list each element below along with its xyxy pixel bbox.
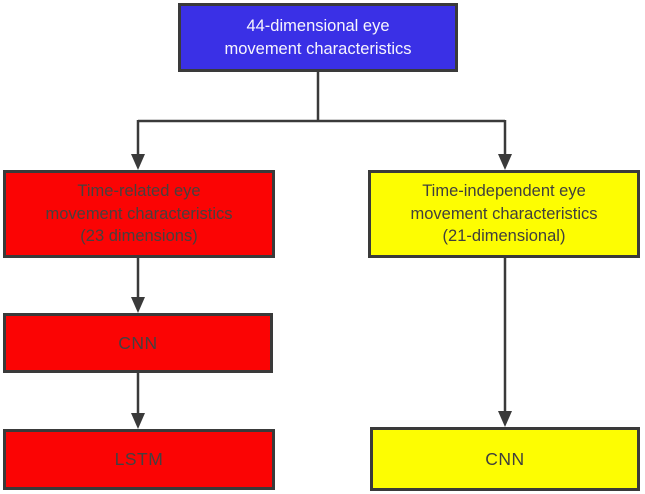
node-time-independent-features: Time-independent eye movement characteri… [368, 170, 640, 258]
node-root-label: 44-dimensional eye movement characterist… [224, 16, 412, 58]
arrowhead-indep-to-cnn [498, 411, 512, 427]
node-lstm: LSTM [3, 429, 275, 490]
node-cnn-left-label: CNN [118, 332, 158, 353]
node-root-features: 44-dimensional eye movement characterist… [178, 3, 458, 72]
node-cnn-right: CNN [370, 427, 640, 491]
arrowhead-cnn-to-lstm [131, 413, 145, 429]
node-cnn-right-label: CNN [485, 448, 525, 469]
node-lstm-label: LSTM [114, 449, 164, 470]
node-cnn-left: CNN [3, 313, 273, 373]
node-time-related-label: Time-related eye movement characteristic… [45, 181, 233, 246]
arrowhead-time-to-cnn [131, 297, 145, 313]
arrowhead-right-drop [498, 154, 512, 170]
node-time-independent-label: Time-independent eye movement characteri… [410, 181, 598, 246]
node-time-related-features: Time-related eye movement characteristic… [3, 170, 275, 258]
arrowhead-left-drop [131, 154, 145, 170]
